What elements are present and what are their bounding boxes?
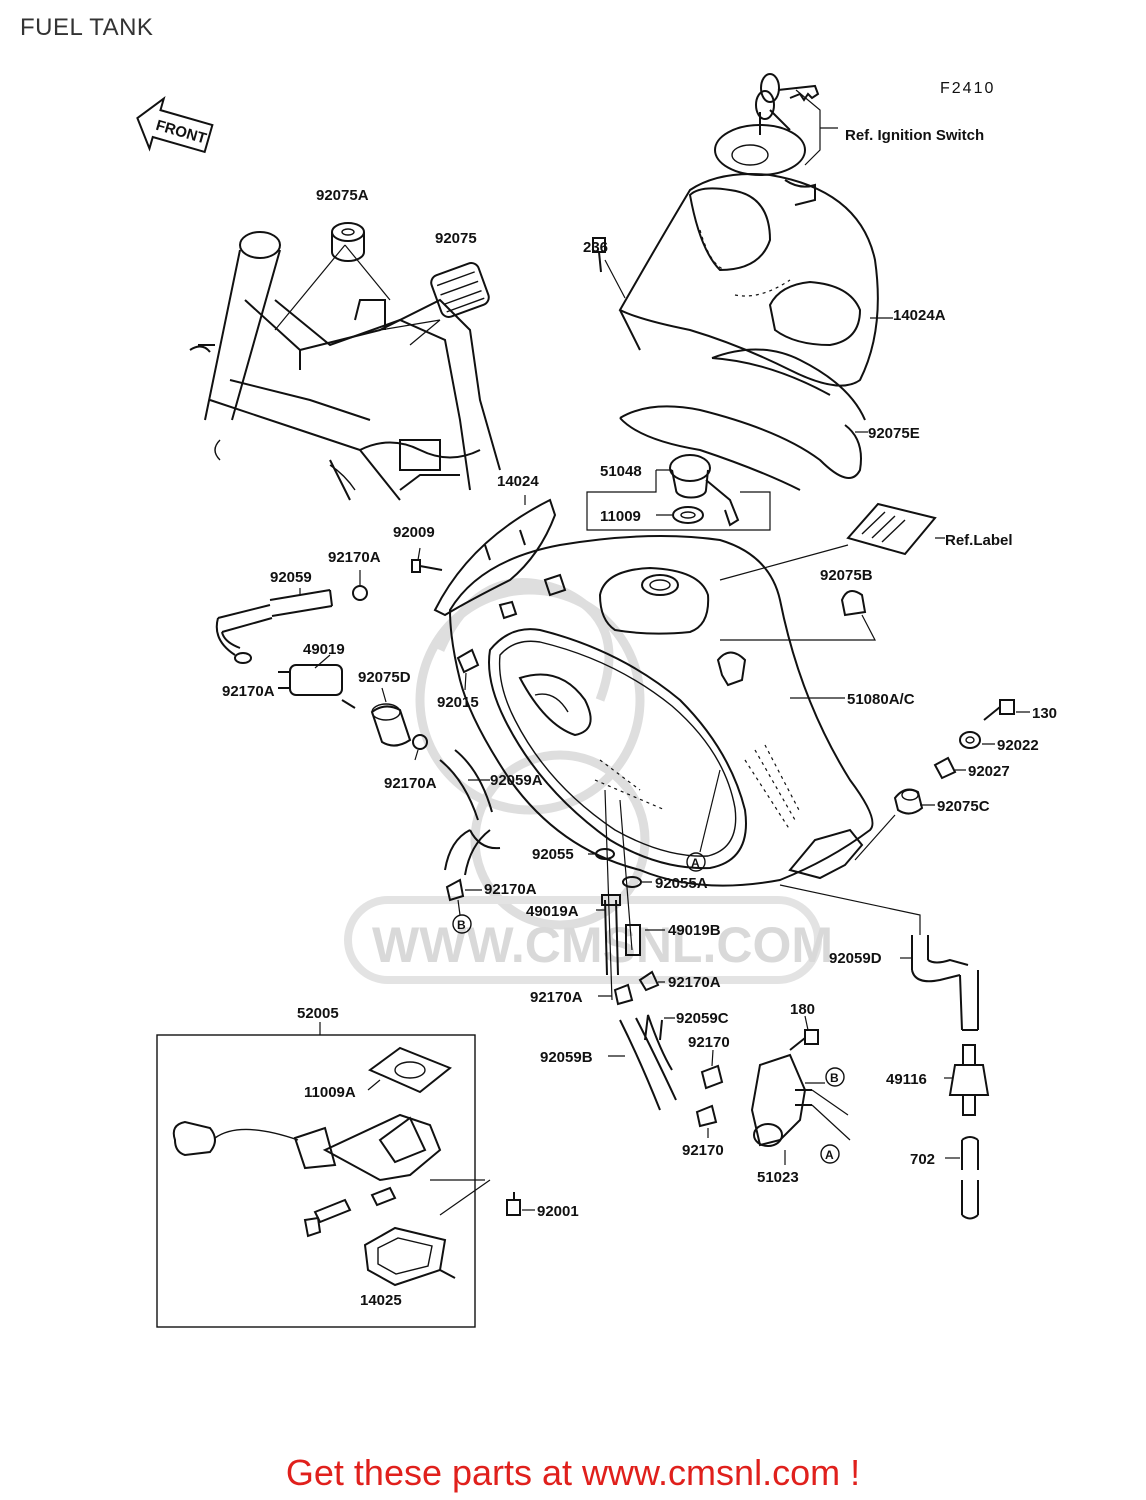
hoses-92059B-C-drawing — [619, 1014, 677, 1111]
marker-b-2: B — [825, 1067, 845, 1087]
marker-a-2: A — [820, 1144, 840, 1164]
svg-text:B: B — [457, 918, 466, 932]
part-label-92075: 92075 — [435, 230, 477, 247]
part-label-14024: 14024 — [497, 473, 539, 490]
fuel-gauge-drawing — [172, 1113, 442, 1238]
part-label-92059A: 92059A — [490, 772, 543, 789]
part-label-92075C: 92075C — [937, 798, 990, 815]
part-drawing-236 — [592, 237, 606, 273]
part-label-49019: 49019 — [303, 641, 345, 658]
hose-702-drawing — [961, 1136, 979, 1220]
page-title: FUEL TANK — [20, 14, 154, 41]
part-label-92059C: 92059C — [676, 1010, 729, 1027]
part-label-51023: 51023 — [757, 1169, 799, 1186]
part-label-92170A-3: 92170A — [384, 775, 437, 792]
part-label-92055: 92055 — [532, 846, 574, 863]
hose-92059D-drawing — [911, 935, 979, 1031]
watermark-text: WWW.CMSNL.COM — [372, 917, 833, 973]
fuel-cock-51023-drawing — [750, 1053, 812, 1147]
marker-b-1: B — [452, 914, 472, 934]
fuel-filter-drawing — [234, 652, 356, 709]
bracket-14024-drawing — [433, 498, 557, 617]
svg-text:A: A — [825, 1148, 834, 1162]
part-label-51048: 51048 — [600, 463, 642, 480]
figure-code: F2410 — [940, 80, 995, 97]
part-label-92009: 92009 — [393, 524, 435, 541]
part-label-92001: 92001 — [537, 1203, 579, 1220]
part-label-92170A-2: 92170A — [222, 683, 275, 700]
part-label-92075E: 92075E — [868, 425, 920, 442]
fuel-cap-drawing — [669, 454, 740, 527]
part-label-92055A: 92055A — [655, 875, 708, 892]
part-label-92170A-1: 92170A — [328, 549, 381, 566]
part-label-11009: 11009 — [600, 508, 641, 525]
part-label-92170A-6: 92170A — [530, 989, 583, 1006]
part-label-92022: 92022 — [997, 737, 1039, 754]
part-label-92059D: 92059D — [829, 950, 882, 967]
part-drawing-92075 — [430, 262, 490, 318]
ignition-key-drawing — [755, 73, 820, 135]
seal-strips-drawing — [619, 348, 866, 491]
ref-ignition-switch: Ref. Ignition Switch — [845, 127, 984, 144]
part-label-92027: 92027 — [968, 763, 1010, 780]
part-label-49116: 49116 — [886, 1071, 927, 1088]
part-label-92170-1: 92170 — [688, 1034, 730, 1051]
part-label-11009A: 11009A — [304, 1084, 356, 1101]
watermark: WWW.CMSNL.COM — [344, 578, 833, 984]
part-label-14025: 14025 — [360, 1292, 402, 1309]
fuel-gauge-unit-box — [156, 1034, 476, 1328]
frame-drawing — [189, 231, 501, 501]
part-label-92075A: 92075A — [316, 187, 369, 204]
inline-filter-49116-drawing — [948, 1044, 990, 1116]
part-drawing-92075A — [331, 222, 365, 262]
part-label-92059: 92059 — [270, 569, 312, 586]
promo-banner-link[interactable]: Get these parts at www.cmsnl.com ! — [285, 1452, 861, 1493]
ref-label: Ref.Label — [945, 532, 1013, 549]
front-arrow: FRONT — [136, 96, 214, 154]
part-label-130: 130 — [1032, 705, 1057, 722]
part-drawing-92075D — [370, 703, 412, 747]
hose-92059-drawing — [215, 589, 333, 656]
part-label-236: 236 — [583, 239, 608, 256]
part-label-49019B: 49019B — [668, 922, 721, 939]
gasket-14025-drawing — [363, 1226, 456, 1287]
part-label-92075B: 92075B — [820, 567, 873, 584]
marker-a-1: A — [686, 852, 706, 872]
part-label-51080AC: 51080A/C — [847, 691, 915, 708]
part-label-92170-2: 92170 — [682, 1142, 724, 1159]
label-plate-drawing — [846, 502, 937, 556]
tank-cover-drawing — [618, 173, 879, 387]
fuel-pipe-drawing — [601, 894, 641, 976]
part-label-180: 180 — [790, 1001, 815, 1018]
part-label-92059B: 92059B — [540, 1049, 593, 1066]
ignition-cap-drawing — [714, 124, 816, 206]
part-label-14024A: 14024A — [893, 307, 946, 324]
svg-text:A: A — [691, 856, 700, 870]
part-label-702: 702 — [910, 1151, 935, 1168]
part-label-92015: 92015 — [437, 694, 479, 711]
gasket-11009A-drawing — [368, 1046, 452, 1094]
hose-92059A-drawing — [439, 749, 501, 876]
part-label-52005: 52005 — [297, 1005, 339, 1022]
part-label-92075D: 92075D — [358, 669, 411, 686]
fuel-tank-drawing — [448, 535, 874, 887]
part-label-49019A: 49019A — [526, 903, 579, 920]
tank-mount-hardware-drawing — [893, 699, 1015, 815]
svg-text:B: B — [830, 1071, 839, 1085]
part-label-92170A-4: 92170A — [484, 881, 537, 898]
part-label-92170A-5: 92170A — [668, 974, 721, 991]
